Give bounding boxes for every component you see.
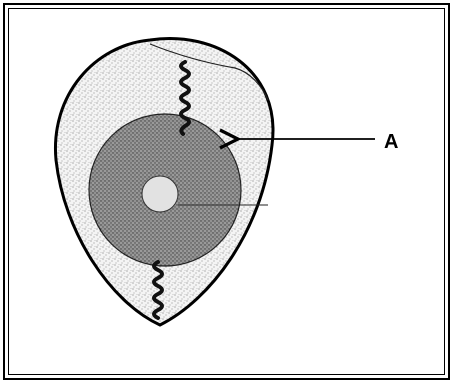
lower-strand — [152, 260, 164, 320]
inner-frame — [8, 8, 445, 375]
upper-strand — [179, 60, 191, 136]
upper-membrane-line — [149, 43, 269, 101]
label-a: A — [384, 131, 399, 153]
nucleolus — [141, 175, 179, 213]
outer-frame — [3, 3, 450, 380]
